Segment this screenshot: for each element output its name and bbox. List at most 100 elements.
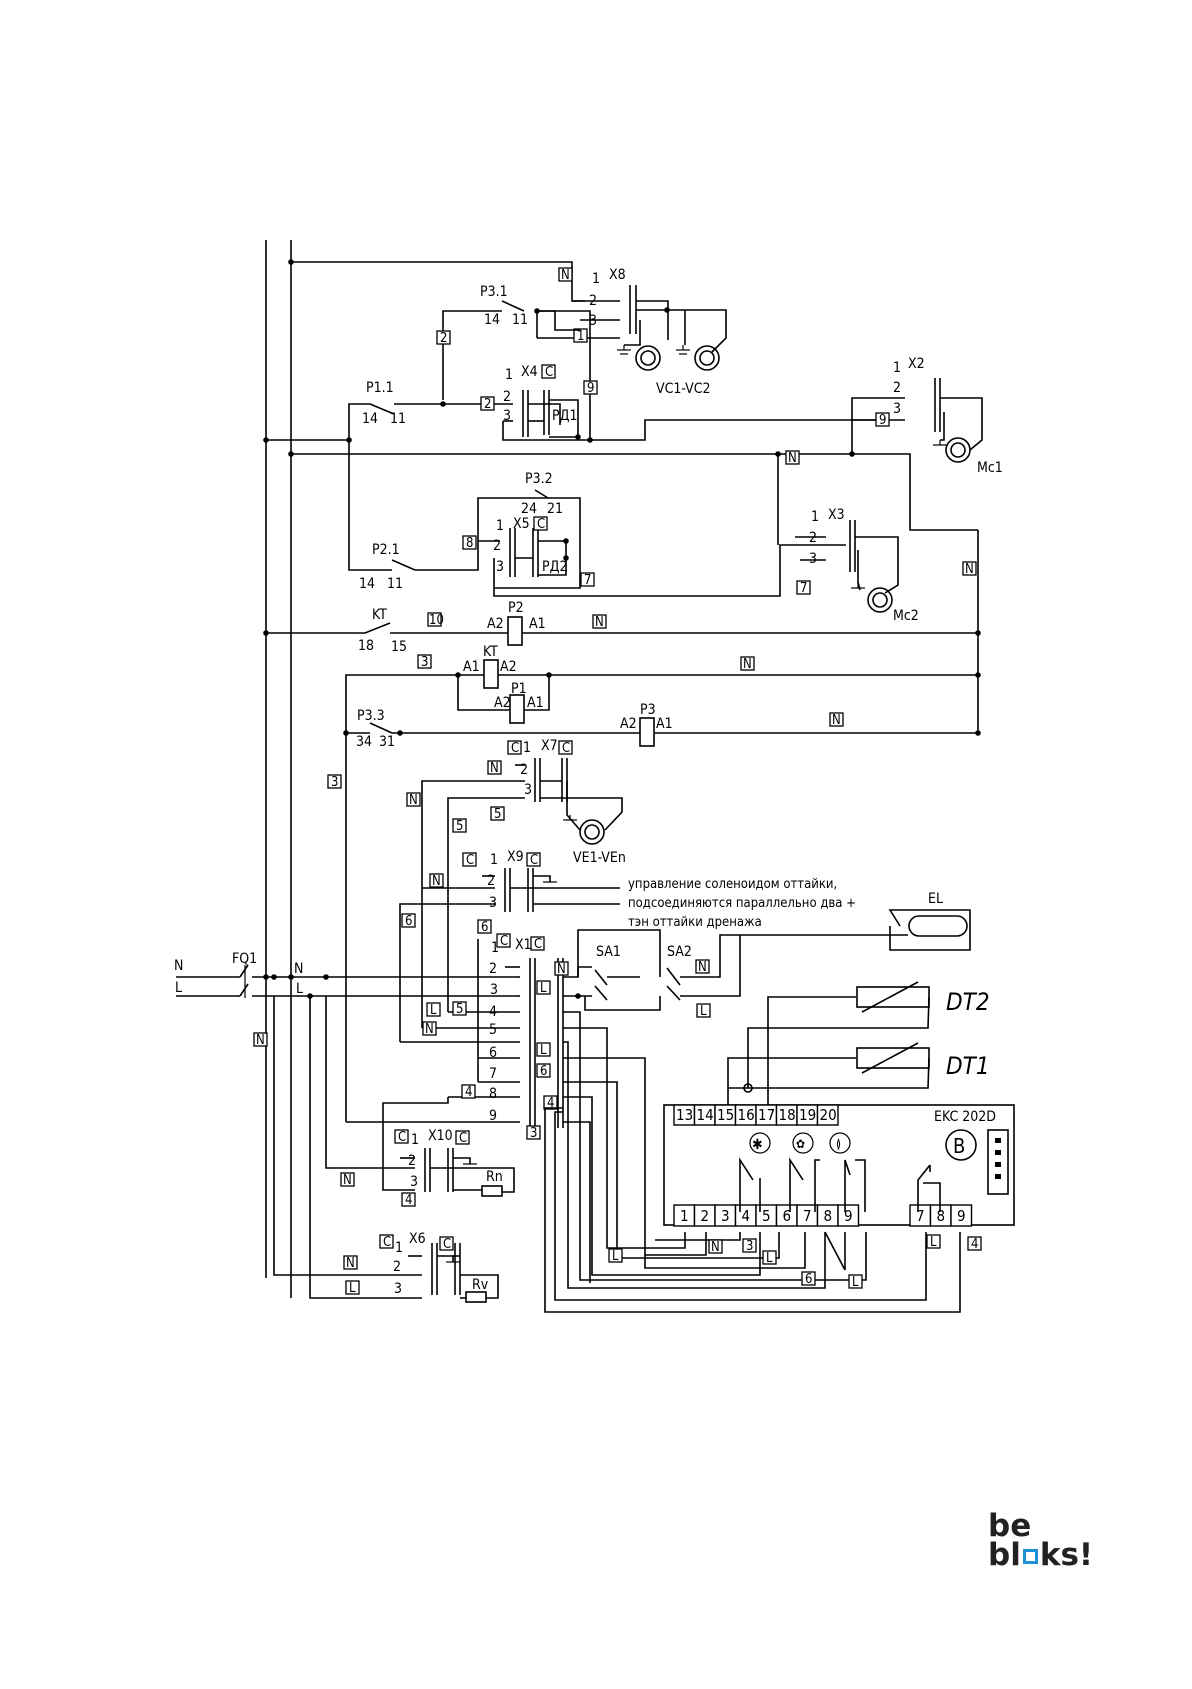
label-p1: P1	[511, 681, 527, 697]
ekc-bottom-terminal-9	[837, 1204, 860, 1227]
label-ve: VE1-VEn	[573, 850, 626, 866]
label-x5: X5	[513, 516, 530, 532]
svg-text:A2: A2	[487, 616, 504, 632]
label-rd1: РД1	[552, 408, 577, 424]
svg-text:N: N	[788, 451, 797, 466]
svg-text:1: 1	[893, 360, 901, 376]
label-sa1: SA1	[596, 944, 621, 960]
label-b: B	[953, 1134, 965, 1158]
note-line-1: управление соленоидом оттайки,	[628, 877, 837, 892]
svg-text:1: 1	[395, 1240, 403, 1256]
svg-text:✱: ✱	[752, 1137, 763, 1153]
svg-text:3: 3	[489, 895, 497, 911]
svg-text:3: 3	[530, 1126, 537, 1141]
ekc-top-terminal-label: 19	[799, 1106, 816, 1124]
svg-text:7: 7	[489, 1066, 497, 1082]
ekc-right-terminal-label: 9	[957, 1207, 966, 1225]
svg-text:2: 2	[503, 389, 511, 405]
svg-text:A1: A1	[463, 659, 480, 675]
label-x1: X1	[515, 937, 532, 953]
svg-text:3: 3	[410, 1174, 418, 1190]
label-dt2: DT2	[946, 988, 990, 1016]
svg-text:6: 6	[405, 914, 412, 929]
svg-text:3: 3	[746, 1239, 753, 1254]
svg-text:1: 1	[491, 940, 499, 956]
svg-text:8: 8	[489, 1086, 497, 1102]
svg-text:3: 3	[503, 408, 511, 424]
svg-text:C: C	[534, 937, 542, 952]
svg-text:11: 11	[390, 411, 406, 427]
ekc-bottom-terminal-label: 7	[803, 1207, 812, 1225]
svg-text:L: L	[852, 1275, 859, 1290]
svg-text:N: N	[832, 713, 841, 728]
svg-text:✿: ✿	[796, 1137, 805, 1151]
ekc-top-terminal-label: 13	[676, 1106, 693, 1124]
label-rd2: РД2	[542, 559, 567, 575]
svg-text:2: 2	[893, 380, 901, 396]
svg-text:4: 4	[405, 1193, 412, 1208]
ekc-right-terminal-label: 8	[937, 1207, 946, 1225]
ekc-right-terminal-label: 7	[916, 1207, 925, 1225]
svg-text:1: 1	[577, 329, 584, 344]
svg-text:3: 3	[394, 1281, 402, 1297]
svg-text:5: 5	[489, 1022, 497, 1038]
svg-text:1: 1	[811, 509, 819, 525]
svg-text:N: N	[561, 268, 570, 283]
ekc-bottom-terminal-label: 2	[701, 1207, 710, 1225]
label-sa2: SA2	[667, 944, 692, 960]
ekc-bottom-terminal-label: 8	[824, 1207, 833, 1225]
svg-text:2: 2	[440, 331, 447, 346]
svg-text:5: 5	[456, 819, 463, 834]
label-p32: P3.2	[525, 471, 553, 487]
svg-text:2: 2	[493, 538, 501, 554]
svg-text:A2: A2	[500, 659, 517, 675]
note-line-3: тэн оттайки дренажа	[628, 915, 762, 930]
svg-text:5: 5	[494, 807, 501, 822]
svg-text:N: N	[425, 1022, 434, 1037]
svg-text:N: N	[557, 962, 566, 977]
svg-text:N: N	[432, 874, 441, 889]
svg-text:L: L	[430, 1003, 437, 1018]
svg-text:A1: A1	[656, 716, 673, 732]
ekc-bottom-terminal-label: 6	[783, 1207, 792, 1225]
svg-text:N: N	[743, 657, 752, 672]
svg-text:11: 11	[512, 312, 528, 328]
label-x2: X2	[908, 356, 925, 372]
label-p3: P3	[640, 702, 656, 718]
svg-text:L: L	[175, 980, 182, 996]
svg-text:L: L	[349, 1281, 356, 1296]
ekc-bottom-terminal-label: 1	[680, 1207, 689, 1225]
svg-text:8: 8	[466, 536, 473, 551]
svg-text:14: 14	[484, 312, 500, 328]
label-p31: P3.1	[480, 284, 508, 300]
svg-text:9: 9	[879, 413, 886, 428]
svg-text:C: C	[459, 1131, 467, 1146]
svg-text:N: N	[346, 1256, 355, 1271]
label-mc2: Mc2	[893, 608, 919, 624]
cooling-icon	[749, 1132, 771, 1154]
svg-text:2: 2	[484, 397, 491, 412]
label-rv: Rv	[472, 1277, 489, 1293]
label-dt1: DT1	[946, 1052, 990, 1080]
svg-text:N: N	[409, 793, 418, 808]
svg-text:2: 2	[589, 293, 597, 309]
svg-text:7: 7	[800, 581, 807, 596]
ekc-top-terminal-label: 15	[717, 1106, 734, 1124]
ekc-bottom-terminal-label: 5	[762, 1207, 771, 1225]
svg-text:A2: A2	[494, 695, 511, 711]
ekc-bottom-terminal-label: 4	[742, 1207, 751, 1225]
svg-text:L: L	[930, 1235, 937, 1250]
svg-text:7: 7	[584, 573, 591, 588]
svg-text:1: 1	[523, 740, 531, 756]
label-x9: X9	[507, 849, 524, 865]
svg-text:5: 5	[456, 1002, 463, 1017]
label-ekc: EKC 202D	[934, 1109, 996, 1125]
ekc-right-terminal-9	[950, 1204, 973, 1227]
svg-text:L: L	[612, 1249, 619, 1264]
label-fq1: FQ1	[232, 951, 257, 967]
svg-text:14: 14	[359, 576, 375, 592]
svg-text:C: C	[443, 1237, 451, 1252]
